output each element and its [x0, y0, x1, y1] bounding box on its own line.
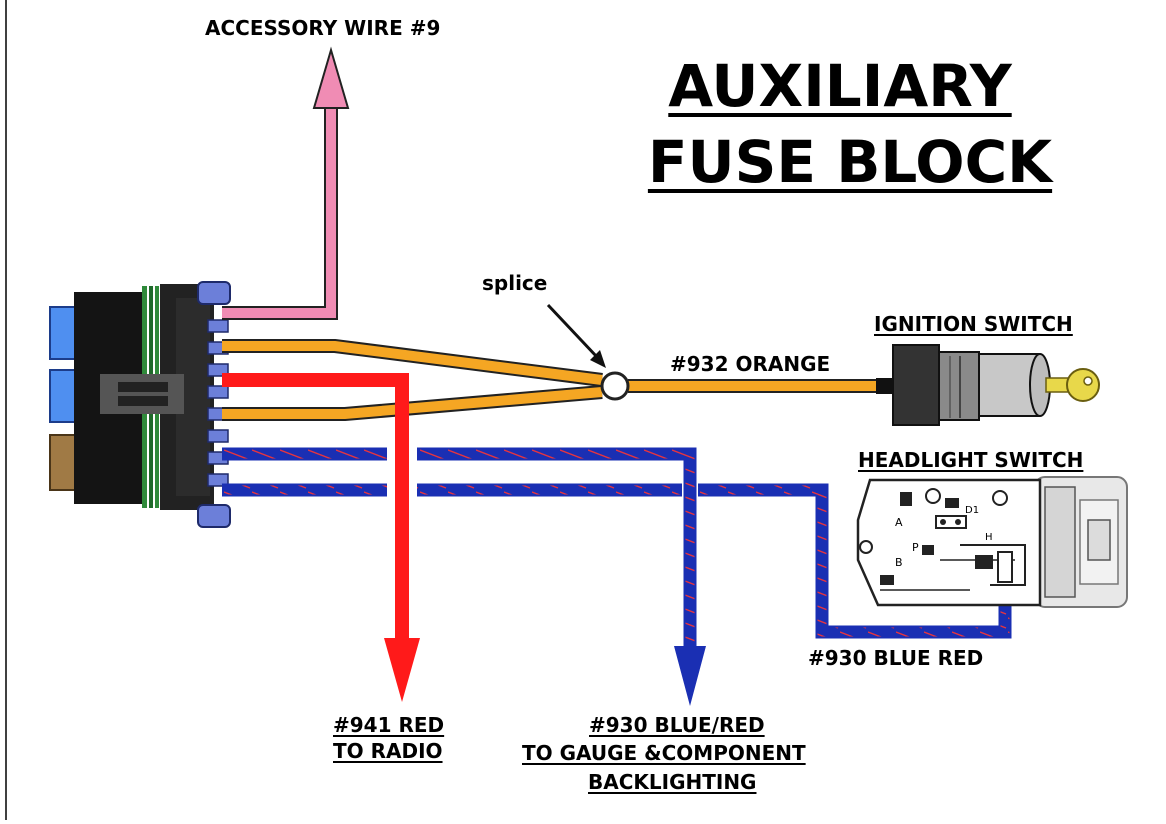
key-icon [1045, 368, 1100, 402]
fuse-block-connector [49, 281, 231, 528]
red-radio-label-line1: #941 RED [333, 713, 445, 737]
accessory-wire-label: ACCESSORY WIRE #9 [205, 16, 441, 40]
blue-red-headlight-label: #930 BLUE RED [808, 646, 984, 670]
terminal-b-label: B [895, 556, 903, 569]
orange-wires [222, 339, 880, 421]
backlight-label-line1: #930 BLUE/RED [589, 713, 765, 737]
red-radio-wire [222, 373, 420, 702]
ignition-switch [876, 344, 1100, 426]
terminal-a-label: A [895, 516, 903, 529]
terminal-h-label: H [985, 532, 993, 543]
diagram-title-line1: AUXILIARY [668, 52, 1012, 120]
backlight-label-line2: TO GAUGE &COMPONENT [522, 741, 806, 765]
blue-backlight-wire [222, 447, 706, 706]
backlight-label-line3: BACKLIGHTING [588, 770, 757, 794]
orange-wire-label: #932 ORANGE [670, 352, 831, 376]
terminal-p-label: P [912, 541, 919, 554]
diagram-title-line2: FUSE BLOCK [647, 128, 1053, 196]
ignition-switch-label: IGNITION SWITCH [874, 312, 1073, 336]
blue-headlight-wire [222, 483, 1012, 639]
red-radio-label-line2: TO RADIO [333, 739, 443, 763]
splice-point [546, 303, 630, 401]
headlight-switch-label: HEADLIGHT SWITCH [858, 448, 1084, 472]
terminal-d1-label: D1 [965, 505, 979, 516]
pink-accessory-wire [222, 46, 350, 320]
headlight-switch: A D1 P B H [856, 476, 1128, 608]
splice-label: splice [482, 271, 548, 295]
